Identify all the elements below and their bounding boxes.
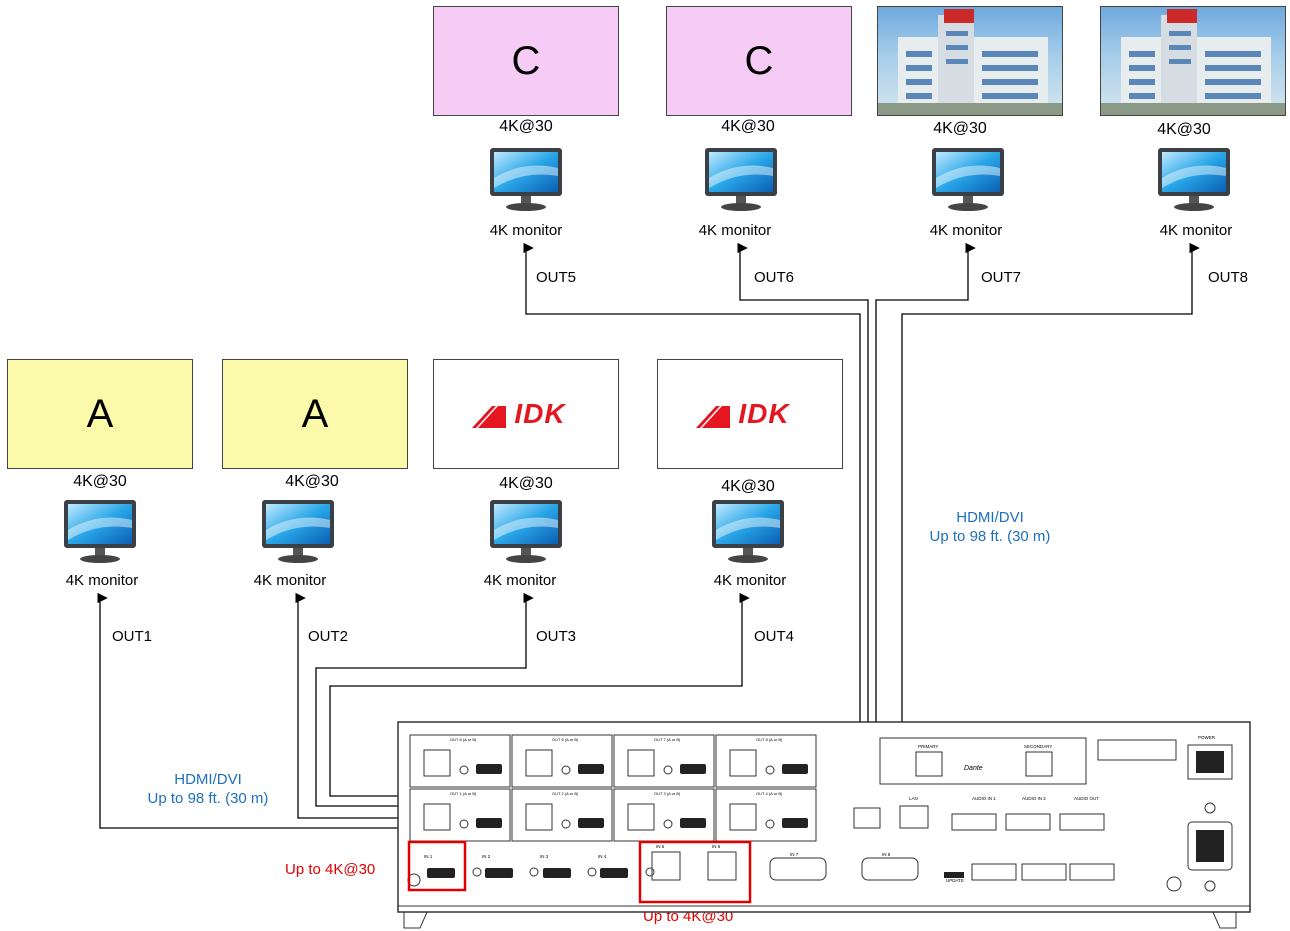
display-out7-screen <box>877 6 1063 116</box>
output-label-out7: OUT7 <box>981 269 1022 286</box>
building-photo <box>878 9 1062 115</box>
svg-text:LAN: LAN <box>909 796 918 801</box>
svg-text:IN 8: IN 8 <box>882 852 891 857</box>
monitor-label: 4K monitor <box>1159 222 1233 239</box>
monitor-icon <box>705 148 777 211</box>
monitor-icon <box>262 500 334 563</box>
svg-text:POWER: POWER <box>1198 735 1216 740</box>
monitor-label: 4K monitor <box>483 572 557 589</box>
idk-logo: IDK <box>738 398 790 429</box>
svg-text:IN 5: IN 5 <box>656 844 665 849</box>
cable-note-right: HDMI/DVI Up to 98 ft. (30 m) <box>900 508 1080 546</box>
svg-text:IN 1: IN 1 <box>424 854 433 859</box>
matrix-switcher-device: OUT 8 (A or B) OUT 6 (A or B) OUT 7 (A or… <box>397 721 1251 929</box>
monitor-label: 4K monitor <box>713 572 787 589</box>
svg-text:AUDIO IN 2: AUDIO IN 2 <box>1022 796 1046 801</box>
resolution-label: 4K@30 <box>721 478 775 495</box>
resolution-label: 4K@30 <box>73 473 127 490</box>
svg-text:OUT 6 (A or B): OUT 6 (A or B) <box>552 737 579 742</box>
output-label-out1: OUT1 <box>112 628 153 645</box>
output-label-out5: OUT5 <box>536 269 577 286</box>
output-label-out8: OUT8 <box>1208 269 1249 286</box>
svg-text:SERIAL NUMBER: SERIAL NUMBER <box>1112 748 1149 753</box>
svg-text:UPDATE: UPDATE <box>946 878 964 883</box>
cable-note-left: HDMI/DVI Up to 98 ft. (30 m) <box>118 770 298 808</box>
display-out4-screen: IDK <box>657 359 843 469</box>
monitor-icon <box>712 500 784 563</box>
svg-text:SECONDARY: SECONDARY <box>1024 744 1052 749</box>
monitor-icon <box>932 148 1004 211</box>
svg-text:OUT 1 (A or B): OUT 1 (A or B) <box>450 791 477 796</box>
svg-text:OUT 3 (A or B): OUT 3 (A or B) <box>654 791 681 796</box>
svg-text:IN 2: IN 2 <box>482 854 491 859</box>
resolution-label: 4K@30 <box>721 118 775 135</box>
svg-text:OUT 4 (A or B): OUT 4 (A or B) <box>756 791 783 796</box>
cable-type: HDMI/DVI <box>174 771 242 788</box>
svg-text:IN 6: IN 6 <box>712 844 721 849</box>
screen-content-letter: A <box>86 391 114 436</box>
resolution-label: 4K@30 <box>285 473 339 490</box>
output-label-out6: OUT6 <box>754 269 795 286</box>
resolution-label: 4K@30 <box>933 120 987 137</box>
monitor-icon <box>490 500 562 563</box>
display-out8-screen <box>1100 6 1286 116</box>
svg-text:PRIMARY: PRIMARY <box>918 744 938 749</box>
resolution-label: 4K@30 <box>1157 121 1211 138</box>
display-out1-screen: A <box>7 359 193 469</box>
display-out5-screen: C <box>433 6 619 116</box>
screen-content-letter: A <box>301 391 329 436</box>
display-out3-screen: IDK <box>433 359 619 469</box>
svg-text:OUT 7 (A or B): OUT 7 (A or B) <box>654 737 681 742</box>
svg-text:OUT 8 (A or B): OUT 8 (A or B) <box>756 737 783 742</box>
resolution-label: 4K@30 <box>499 475 553 492</box>
output-label-out4: OUT4 <box>754 628 795 645</box>
svg-text:AUDIO OUT: AUDIO OUT <box>1074 796 1099 801</box>
input-note-bottom: Up to 4K@30 <box>643 908 734 925</box>
display-out2-screen: A <box>222 359 408 469</box>
output-label-out2: OUT2 <box>308 628 349 645</box>
monitor-icon <box>490 148 562 211</box>
svg-text:OUT 2 (A or B): OUT 2 (A or B) <box>552 791 579 796</box>
idk-logo-mark <box>472 406 506 428</box>
cable-out7 <box>812 242 976 757</box>
building-photo <box>1101 9 1285 115</box>
monitor-label: 4K monitor <box>253 572 327 589</box>
monitor-label: 4K monitor <box>65 572 139 589</box>
input-note-left: Up to 4K@30 <box>285 861 376 878</box>
svg-text:IN 7: IN 7 <box>790 852 799 857</box>
cable-out8 <box>812 242 1200 765</box>
idk-logo: IDK <box>514 398 566 429</box>
output-label-out3: OUT3 <box>536 628 577 645</box>
screen-content-letter: C <box>744 38 774 83</box>
cable-distance: Up to 98 ft. (30 m) <box>929 528 1051 545</box>
resolution-label: 4K@30 <box>499 118 553 135</box>
screen-content-letter: C <box>511 38 541 83</box>
monitor-label: 4K monitor <box>698 222 772 239</box>
monitor-icon <box>64 500 136 563</box>
svg-text:IN 4: IN 4 <box>598 854 607 859</box>
monitor-label: 4K monitor <box>489 222 563 239</box>
cable-type: HDMI/DVI <box>956 509 1024 526</box>
cable-distance: Up to 98 ft. (30 m) <box>147 790 269 807</box>
svg-text:Dante: Dante <box>964 765 983 772</box>
monitor-label: 4K monitor <box>929 222 1003 239</box>
display-out6-screen: C <box>666 6 852 116</box>
monitor-icon <box>1158 148 1230 211</box>
svg-text:OUT 8 (A or B): OUT 8 (A or B) <box>450 737 477 742</box>
svg-text:AUDIO IN 1: AUDIO IN 1 <box>972 796 996 801</box>
svg-text:IN 3: IN 3 <box>540 854 549 859</box>
